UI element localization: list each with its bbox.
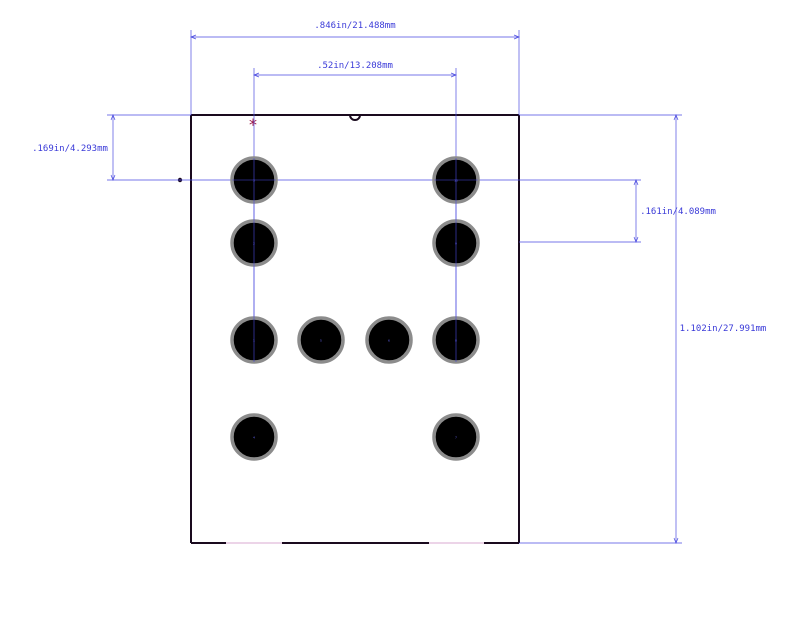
pad-6: 6 [365,316,413,364]
component-outline [190,114,520,544]
dim-pad-pitch-label: .161in/4.089mm [640,207,716,217]
dim-overall-height [519,114,682,544]
dim-overall-height-label: 1.102in/27.991mm [680,324,767,334]
dim-top-offset-label: .169in/4.293mm [32,144,108,154]
pin1-marker: * [249,115,257,134]
dim-pad-span-label: .52in/13.208mm [317,61,393,71]
dim-pad-pitch [519,179,641,243]
pads: 1 2 3 4 5 6 7 8 [230,156,480,461]
pad-centerlines [232,158,478,362]
dim-overall-width-label: .846in/21.488mm [314,21,395,31]
dim-overall-width [190,30,520,115]
pad-label: 4 [253,436,255,440]
pad-7: 7 [432,413,480,461]
pad-label: 6 [388,339,390,343]
pad-4: 4 [230,413,278,461]
dim-pad-span [253,68,457,340]
pad-label: 7 [455,436,457,440]
pad-label: 5 [320,339,322,343]
pad-5: 5 [297,316,345,364]
dim-top-offset [107,114,191,181]
orientation-notch [349,114,361,121]
